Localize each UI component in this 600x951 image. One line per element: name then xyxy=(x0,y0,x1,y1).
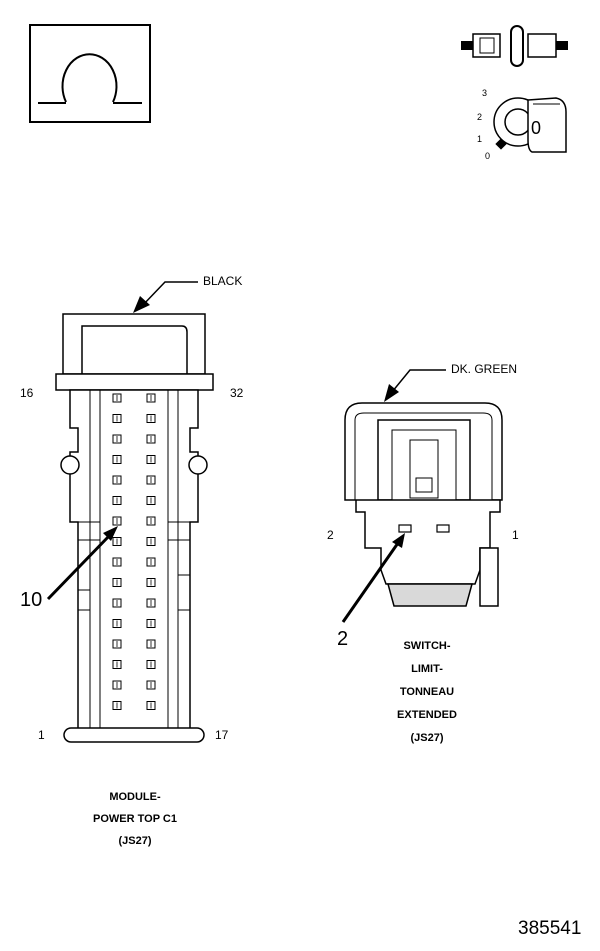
switch-connector-name: SWITCH- LIMIT- TONNEAU EXTENDED (JS27) xyxy=(357,635,497,750)
pin-32-label: 32 xyxy=(230,386,244,400)
pin-2-callout-label: 2 xyxy=(337,628,349,650)
key-position-0: 0 xyxy=(485,151,491,161)
switch-name-line-2: LIMIT- xyxy=(411,663,443,675)
pin-2-callout-arrow xyxy=(341,533,405,623)
right-pin-1-label: 1 xyxy=(512,528,519,542)
black-color-label: BLACK xyxy=(203,274,243,288)
pin-16-label: 16 xyxy=(20,386,34,400)
module-power-top-connector xyxy=(55,313,214,743)
switch-name-line-4: EXTENDED xyxy=(397,709,457,721)
inline-fuse-icon xyxy=(461,25,568,67)
pin-10-callout-arrow xyxy=(46,526,118,601)
key-position-2: 2 xyxy=(477,112,483,122)
module-name-line-1: MODULE- xyxy=(109,791,161,803)
key-position-3: 3 xyxy=(482,88,488,98)
pin-17-label: 17 xyxy=(215,728,229,742)
tonneau-switch-connector xyxy=(344,402,503,607)
color-leader-black xyxy=(133,281,198,313)
color-leader-dk-green xyxy=(384,369,446,402)
module-name-line-2: POWER TOP C1 xyxy=(93,813,177,825)
ignition-key-icon xyxy=(493,97,567,153)
switch-name-line-3: TONNEAU xyxy=(399,686,455,698)
switch-name-line-1: SWITCH- xyxy=(403,640,451,652)
key-label: 0 xyxy=(531,118,542,138)
terminal-pin-1 xyxy=(436,524,450,533)
module-connector-name: MODULE- POWER TOP C1 (JS27) xyxy=(60,786,210,852)
omega-ground-symbol-icon xyxy=(29,24,151,123)
pin-10-callout-label: 10 xyxy=(20,589,43,611)
right-pin-2-label: 2 xyxy=(327,528,334,542)
dk-green-color-label: DK. GREEN xyxy=(451,362,518,376)
pin-1-label: 1 xyxy=(38,728,45,742)
module-name-line-3: (JS27) xyxy=(118,835,152,847)
key-position-1: 1 xyxy=(477,134,483,144)
connector-pin-grid xyxy=(112,393,156,710)
terminal-pin-2 xyxy=(398,524,412,533)
figure-number: 385541 xyxy=(518,918,582,939)
switch-name-line-5: (JS27) xyxy=(410,732,444,744)
